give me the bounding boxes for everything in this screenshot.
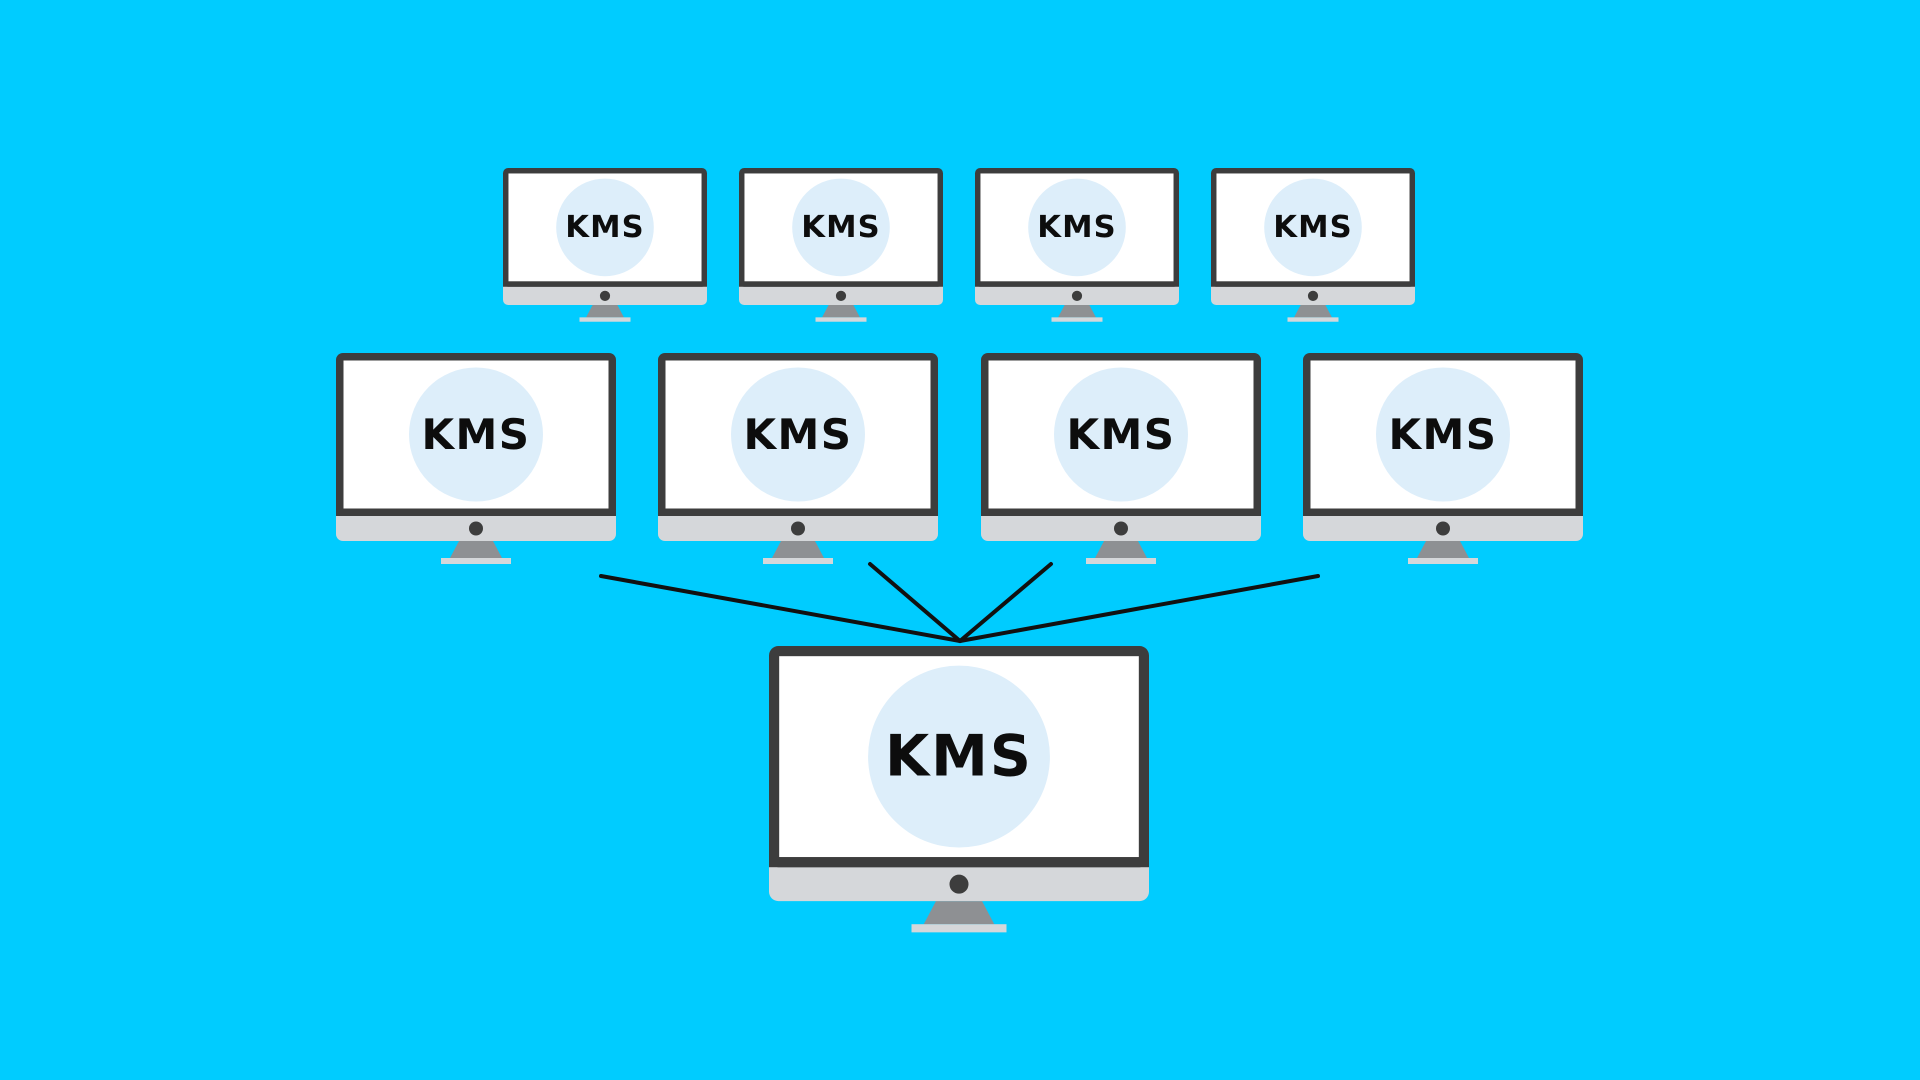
kms-badge-icon	[868, 665, 1050, 848]
monitor-bezel-edge	[658, 509, 938, 516]
connector-line-1	[599, 574, 962, 643]
monitor-base	[1408, 558, 1478, 564]
client-monitor-top-1: KMS	[503, 168, 707, 322]
power-dot-icon	[1071, 290, 1083, 301]
monitor-base	[815, 317, 867, 322]
monitor-bezel-edge	[1303, 509, 1583, 516]
kms-label: KMS	[1037, 210, 1116, 245]
monitor-base	[911, 924, 1007, 933]
monitor-stand	[586, 304, 624, 318]
monitor-bezel-edge	[336, 509, 616, 516]
kms-badge-icon	[409, 367, 543, 502]
monitor-base	[1051, 317, 1103, 322]
power-dot-icon	[949, 874, 969, 894]
kms-badge-icon	[731, 367, 865, 502]
monitor-bezel-edge	[975, 281, 1179, 287]
connector-lines	[599, 562, 1320, 643]
client-monitor-middle-4: KMS	[1303, 353, 1583, 564]
monitor-stand	[1294, 304, 1332, 318]
kms-label: KMS	[885, 724, 1033, 790]
kms-badge-icon	[1264, 178, 1362, 277]
kms-badge-icon	[1376, 367, 1510, 502]
monitor-bezel-edge	[769, 857, 1149, 868]
monitor-bezel-edge	[981, 509, 1261, 516]
monitor-stand	[450, 541, 502, 558]
monitor-base	[579, 317, 631, 322]
monitor-bezel-edge	[739, 281, 943, 287]
monitor-base	[763, 558, 833, 564]
client-monitor-middle-3: KMS	[981, 353, 1261, 564]
kms-label: KMS	[801, 210, 880, 245]
client-monitor-middle-2: KMS	[658, 353, 938, 564]
power-dot-icon	[1436, 521, 1450, 536]
kms-label: KMS	[565, 210, 644, 245]
monitor-stand	[923, 901, 995, 925]
client-monitor-top-4: KMS	[1211, 168, 1415, 322]
client-monitor-middle-1: KMS	[336, 353, 616, 564]
client-monitor-top-2: KMS	[739, 168, 943, 322]
kms-label: KMS	[1388, 410, 1497, 459]
monitor-base	[1086, 558, 1156, 564]
kms-host-monitor: KMS	[769, 646, 1149, 933]
monitor-bezel-edge	[1211, 281, 1415, 287]
monitor-stand	[1095, 541, 1147, 558]
power-dot-icon	[1307, 290, 1319, 301]
kms-label: KMS	[421, 410, 530, 459]
connector-line-2	[868, 562, 962, 643]
connector-line-4	[958, 574, 1320, 643]
client-monitor-top-3: KMS	[975, 168, 1179, 322]
power-dot-icon	[835, 290, 847, 301]
power-dot-icon	[1114, 521, 1128, 536]
monitor-base	[441, 558, 511, 564]
monitor-stand	[822, 304, 860, 318]
kms-badge-icon	[1028, 178, 1126, 277]
monitor-stand	[772, 541, 824, 558]
monitor-base	[1287, 317, 1339, 322]
monitor-bezel-edge	[503, 281, 707, 287]
monitor-stand	[1417, 541, 1469, 558]
kms-badge-icon	[792, 178, 890, 277]
kms-label: KMS	[1066, 410, 1175, 459]
monitor-stand	[1058, 304, 1096, 318]
kms-label: KMS	[743, 410, 852, 459]
kms-badge-icon	[556, 178, 654, 277]
power-dot-icon	[469, 521, 483, 536]
power-dot-icon	[599, 290, 611, 301]
kms-badge-icon	[1054, 367, 1188, 502]
power-dot-icon	[791, 521, 805, 536]
kms-label: KMS	[1273, 210, 1352, 245]
connector-line-3	[958, 562, 1053, 643]
